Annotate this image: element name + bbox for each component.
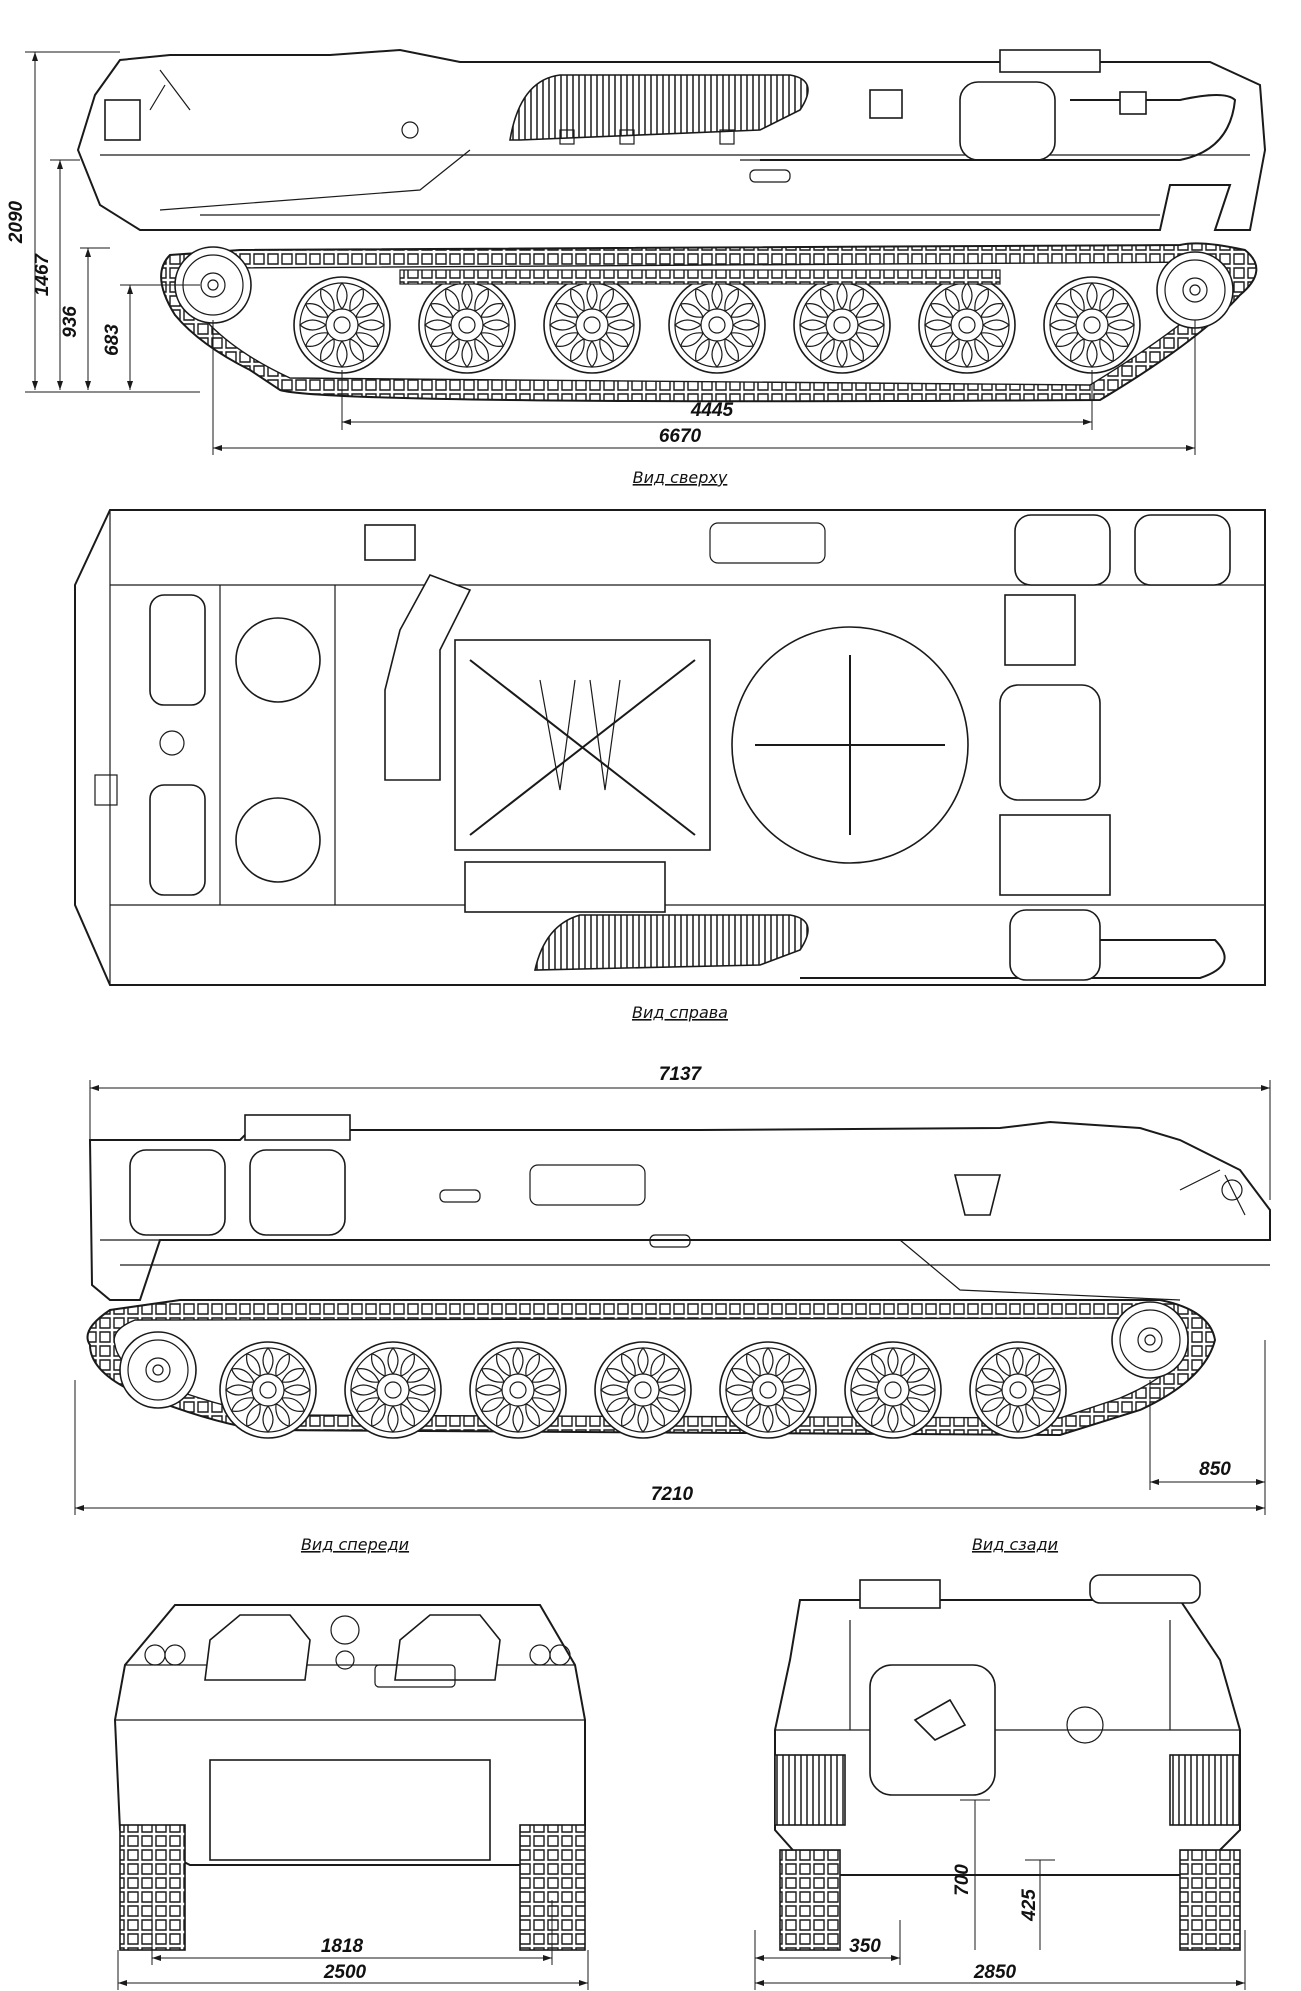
- dim-overall-height: 2090: [6, 200, 27, 244]
- dim-overall-length: 7210: [651, 1484, 694, 1505]
- dim-hull-length-side: 6670: [659, 426, 702, 447]
- dim-hull-height: 1467: [32, 252, 53, 296]
- dim-rear-350: 350: [849, 1936, 881, 1957]
- dim-rear-width: 2850: [973, 1962, 1017, 1983]
- caption-right-view: Вид справа: [632, 1003, 728, 1022]
- top-view: [74, 509, 1266, 986]
- dim-936: 936: [60, 306, 81, 338]
- caption-rear-view: Вид сзади: [972, 1535, 1058, 1554]
- side-view-right: 7137 7210 850: [74, 1064, 1271, 1515]
- dim-overall-width-front: 2500: [323, 1962, 367, 1983]
- dim-rear-height-425: 425: [1019, 1889, 1040, 1922]
- rear-view: 700 425 350 2850: [754, 1574, 1246, 1990]
- caption-top-view: Вид сверху: [633, 468, 728, 487]
- dim-track-width-front: 1818: [321, 1936, 364, 1957]
- dim-hull-length: 7137: [659, 1064, 703, 1085]
- side-view-left: 2090 1467 936 683 4445 6670: [6, 48, 1267, 455]
- dim-clearance: 683: [102, 324, 123, 356]
- front-view: 1818 2500: [113, 1604, 589, 1990]
- caption-front-view: Вид спереди: [301, 1535, 409, 1554]
- dim-rear-overhang: 850: [1199, 1459, 1231, 1480]
- height-dimensions: [25, 51, 200, 393]
- dim-track-base: 4445: [690, 400, 734, 421]
- dim-rear-height-700: 700: [952, 1864, 973, 1896]
